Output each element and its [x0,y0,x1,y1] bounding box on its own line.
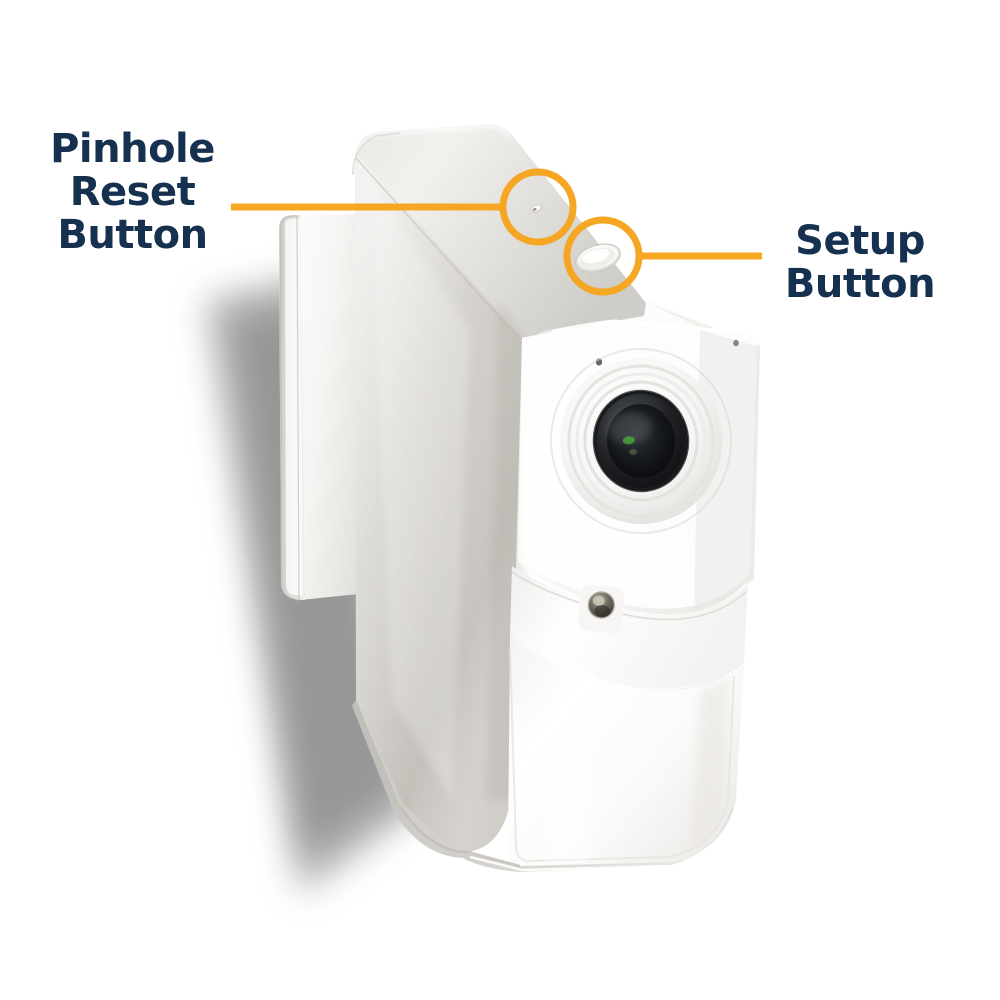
camera-lens [559,358,723,524]
microphone-pinhole-secondary [733,339,739,347]
highlight-circle-pinhole [499,168,577,246]
camera-bottom-edge [398,805,734,872]
sensor-band [509,566,748,693]
callout-setup[interactable] [563,216,762,296]
bottom-front-panel [508,636,744,866]
pinhole-reset-hole[interactable] [530,204,544,214]
camera-front-face [518,300,760,615]
camera-body [351,124,646,859]
callout-pinhole-reset[interactable] [231,168,577,246]
motion-sensor [577,584,625,634]
setup-button[interactable] [572,239,623,277]
